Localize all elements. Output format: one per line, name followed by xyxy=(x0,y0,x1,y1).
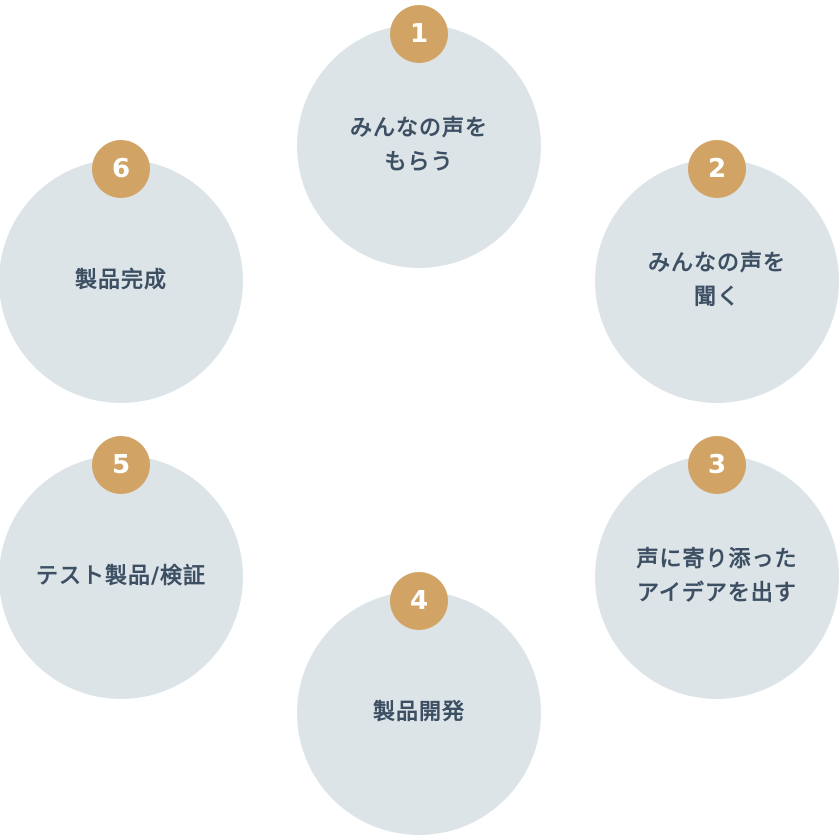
step-number-badge: 4 xyxy=(390,572,448,630)
process-step-6: 6 製品完成 xyxy=(0,140,243,403)
step-number-badge: 1 xyxy=(390,5,448,63)
step-label: 製品開発 xyxy=(372,699,465,725)
process-step-1: 1 みんなの声を もらう xyxy=(297,5,541,268)
process-step-3: 3 声に寄り添った アイデアを出す xyxy=(595,436,839,699)
process-step-4: 4 製品開発 xyxy=(297,572,541,835)
step-number-badge: 5 xyxy=(92,436,150,494)
step-label: 声に寄り添った アイデアを出す xyxy=(636,546,798,606)
step-number-badge: 3 xyxy=(688,436,746,494)
process-step-2: 2 みんなの声を 聞く xyxy=(595,140,839,403)
step-number-badge: 2 xyxy=(688,140,746,198)
step-label: みんなの声を 聞く xyxy=(647,250,786,310)
step-number: 4 xyxy=(409,586,429,616)
step-number-badge: 6 xyxy=(92,140,150,198)
step-number: 1 xyxy=(409,19,429,49)
step-number: 2 xyxy=(707,154,727,184)
step-number: 3 xyxy=(707,450,727,480)
step-label: 製品完成 xyxy=(74,267,167,293)
step-label: みんなの声を もらう xyxy=(349,115,488,175)
step-number: 5 xyxy=(111,450,131,480)
process-step-5: 5 テスト製品/検証 xyxy=(0,436,243,699)
step-number: 6 xyxy=(111,154,131,184)
step-label: テスト製品/検証 xyxy=(35,563,207,589)
